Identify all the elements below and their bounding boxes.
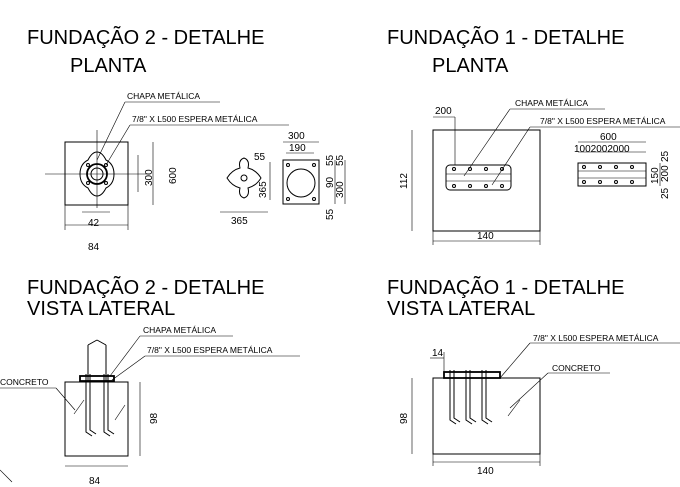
dim-f2-300-right: 300: [335, 181, 346, 198]
dim-f2-55-right2: 55: [335, 154, 346, 166]
f1-plan-view: 200 CHAPA METÁLICA 7/8" X L500 ESPERA ME…: [399, 98, 680, 245]
dim-f1-side-14: 14: [432, 348, 444, 359]
f1-side-plate: [443, 371, 501, 379]
dim-f1-200: 200: [435, 106, 452, 117]
dim-f1-25b: 25: [660, 187, 671, 199]
title-f2-plan: FUNDAÇÃO 2 - DETALHE: [27, 25, 264, 49]
dim-f2-190: 190: [289, 143, 306, 154]
f2-square-plate: [282, 159, 320, 205]
dim-f1-25: 25: [660, 150, 671, 162]
dim-f2-600: 600: [168, 167, 179, 184]
title-f1-side: FUNDAÇÃO 1 - DETALHE: [387, 275, 624, 299]
dim-f1-600: 600: [600, 132, 617, 143]
label-f1-side-anchor: 7/8" X L500 ESPERA METÁLICA: [533, 333, 659, 343]
dim-f2-side-84: 84: [89, 476, 101, 487]
dim-f1-side-140: 140: [477, 466, 494, 477]
f2-column-circle: [86, 163, 108, 185]
dim-f1-140: 140: [477, 231, 494, 242]
label-f2-concrete: CONCRETO: [0, 377, 49, 387]
subtitle-f1-side: VISTA LATERAL: [387, 298, 535, 320]
f2-side-plate: [79, 375, 115, 382]
f2-footing-outline: [64, 141, 129, 206]
dim-f2-side-98: 98: [149, 412, 160, 424]
label-f1-plate: CHAPA METÁLICA: [515, 98, 588, 108]
dim-f2-42: 42: [88, 218, 100, 229]
f2-side-footing: [64, 381, 129, 457]
f2-cross-plate: [226, 157, 262, 199]
f2-side-view: CHAPA METÁLICA 7/8" X L500 ESPERA METÁLI…: [0, 325, 300, 487]
title-f2-side: FUNDAÇÃO 2 - DETALHE: [27, 275, 264, 299]
f1-footing-outline: [432, 129, 541, 232]
f2-plate-outline: [79, 151, 115, 197]
f1-plate-outline: [445, 164, 512, 191]
subtitle-f2-side: VISTA LATERAL: [27, 298, 175, 320]
dim-f1-side-98: 98: [399, 412, 410, 424]
dim-f2-55-right: 55: [325, 154, 336, 166]
f1-rect-plate: [577, 162, 647, 187]
dim-f1-200b: 200: [660, 165, 671, 182]
dim-f1-150: 150: [650, 167, 661, 184]
dim-f2-84: 84: [88, 242, 100, 253]
dim-f2-365-side: 365: [258, 181, 269, 198]
label-f1-anchor: 7/8" X L500 ESPERA METÁLICA: [540, 116, 666, 126]
dim-f1-spacing: 1002002000: [574, 144, 630, 155]
f2-plate-detail: 365 365 300 190 55 55 55 90 300 55: [220, 131, 346, 227]
subtitle-f2-plan: PLANTA: [70, 55, 147, 77]
title-f1-plan: FUNDAÇÃO 1 - DETALHE: [387, 25, 624, 49]
dim-f2-55: 55: [254, 152, 266, 163]
f2-plan-view: CHAPA METÁLICA 7/8" X L500 ESPERA METÁLI…: [45, 91, 289, 253]
dim-f2-90: 90: [325, 176, 336, 188]
f1-side-view: 14 7/8" X L500 ESPERA METÁLICA CONCRETO …: [399, 333, 680, 477]
dim-f2-300-top: 300: [288, 131, 305, 142]
dim-f2-55-bottom: 55: [325, 208, 336, 220]
subtitle-f1-plan: PLANTA: [432, 55, 509, 77]
label-f1-concrete: CONCRETO: [552, 363, 601, 373]
label-f2-side-plate: CHAPA METÁLICA: [143, 325, 216, 335]
dim-f2-300: 300: [144, 169, 155, 186]
label-f2-anchor: 7/8" X L500 ESPERA METÁLICA: [132, 114, 258, 124]
dim-f2-365-bottom: 365: [231, 216, 248, 227]
f1-plate-detail: 600 1002002000 150 25 200 25: [574, 132, 671, 199]
label-f2-plate: CHAPA METÁLICA: [127, 91, 200, 101]
label-f2-side-anchor: 7/8" X L500 ESPERA METÁLICA: [147, 345, 273, 355]
dim-f1-112: 112: [399, 173, 410, 189]
